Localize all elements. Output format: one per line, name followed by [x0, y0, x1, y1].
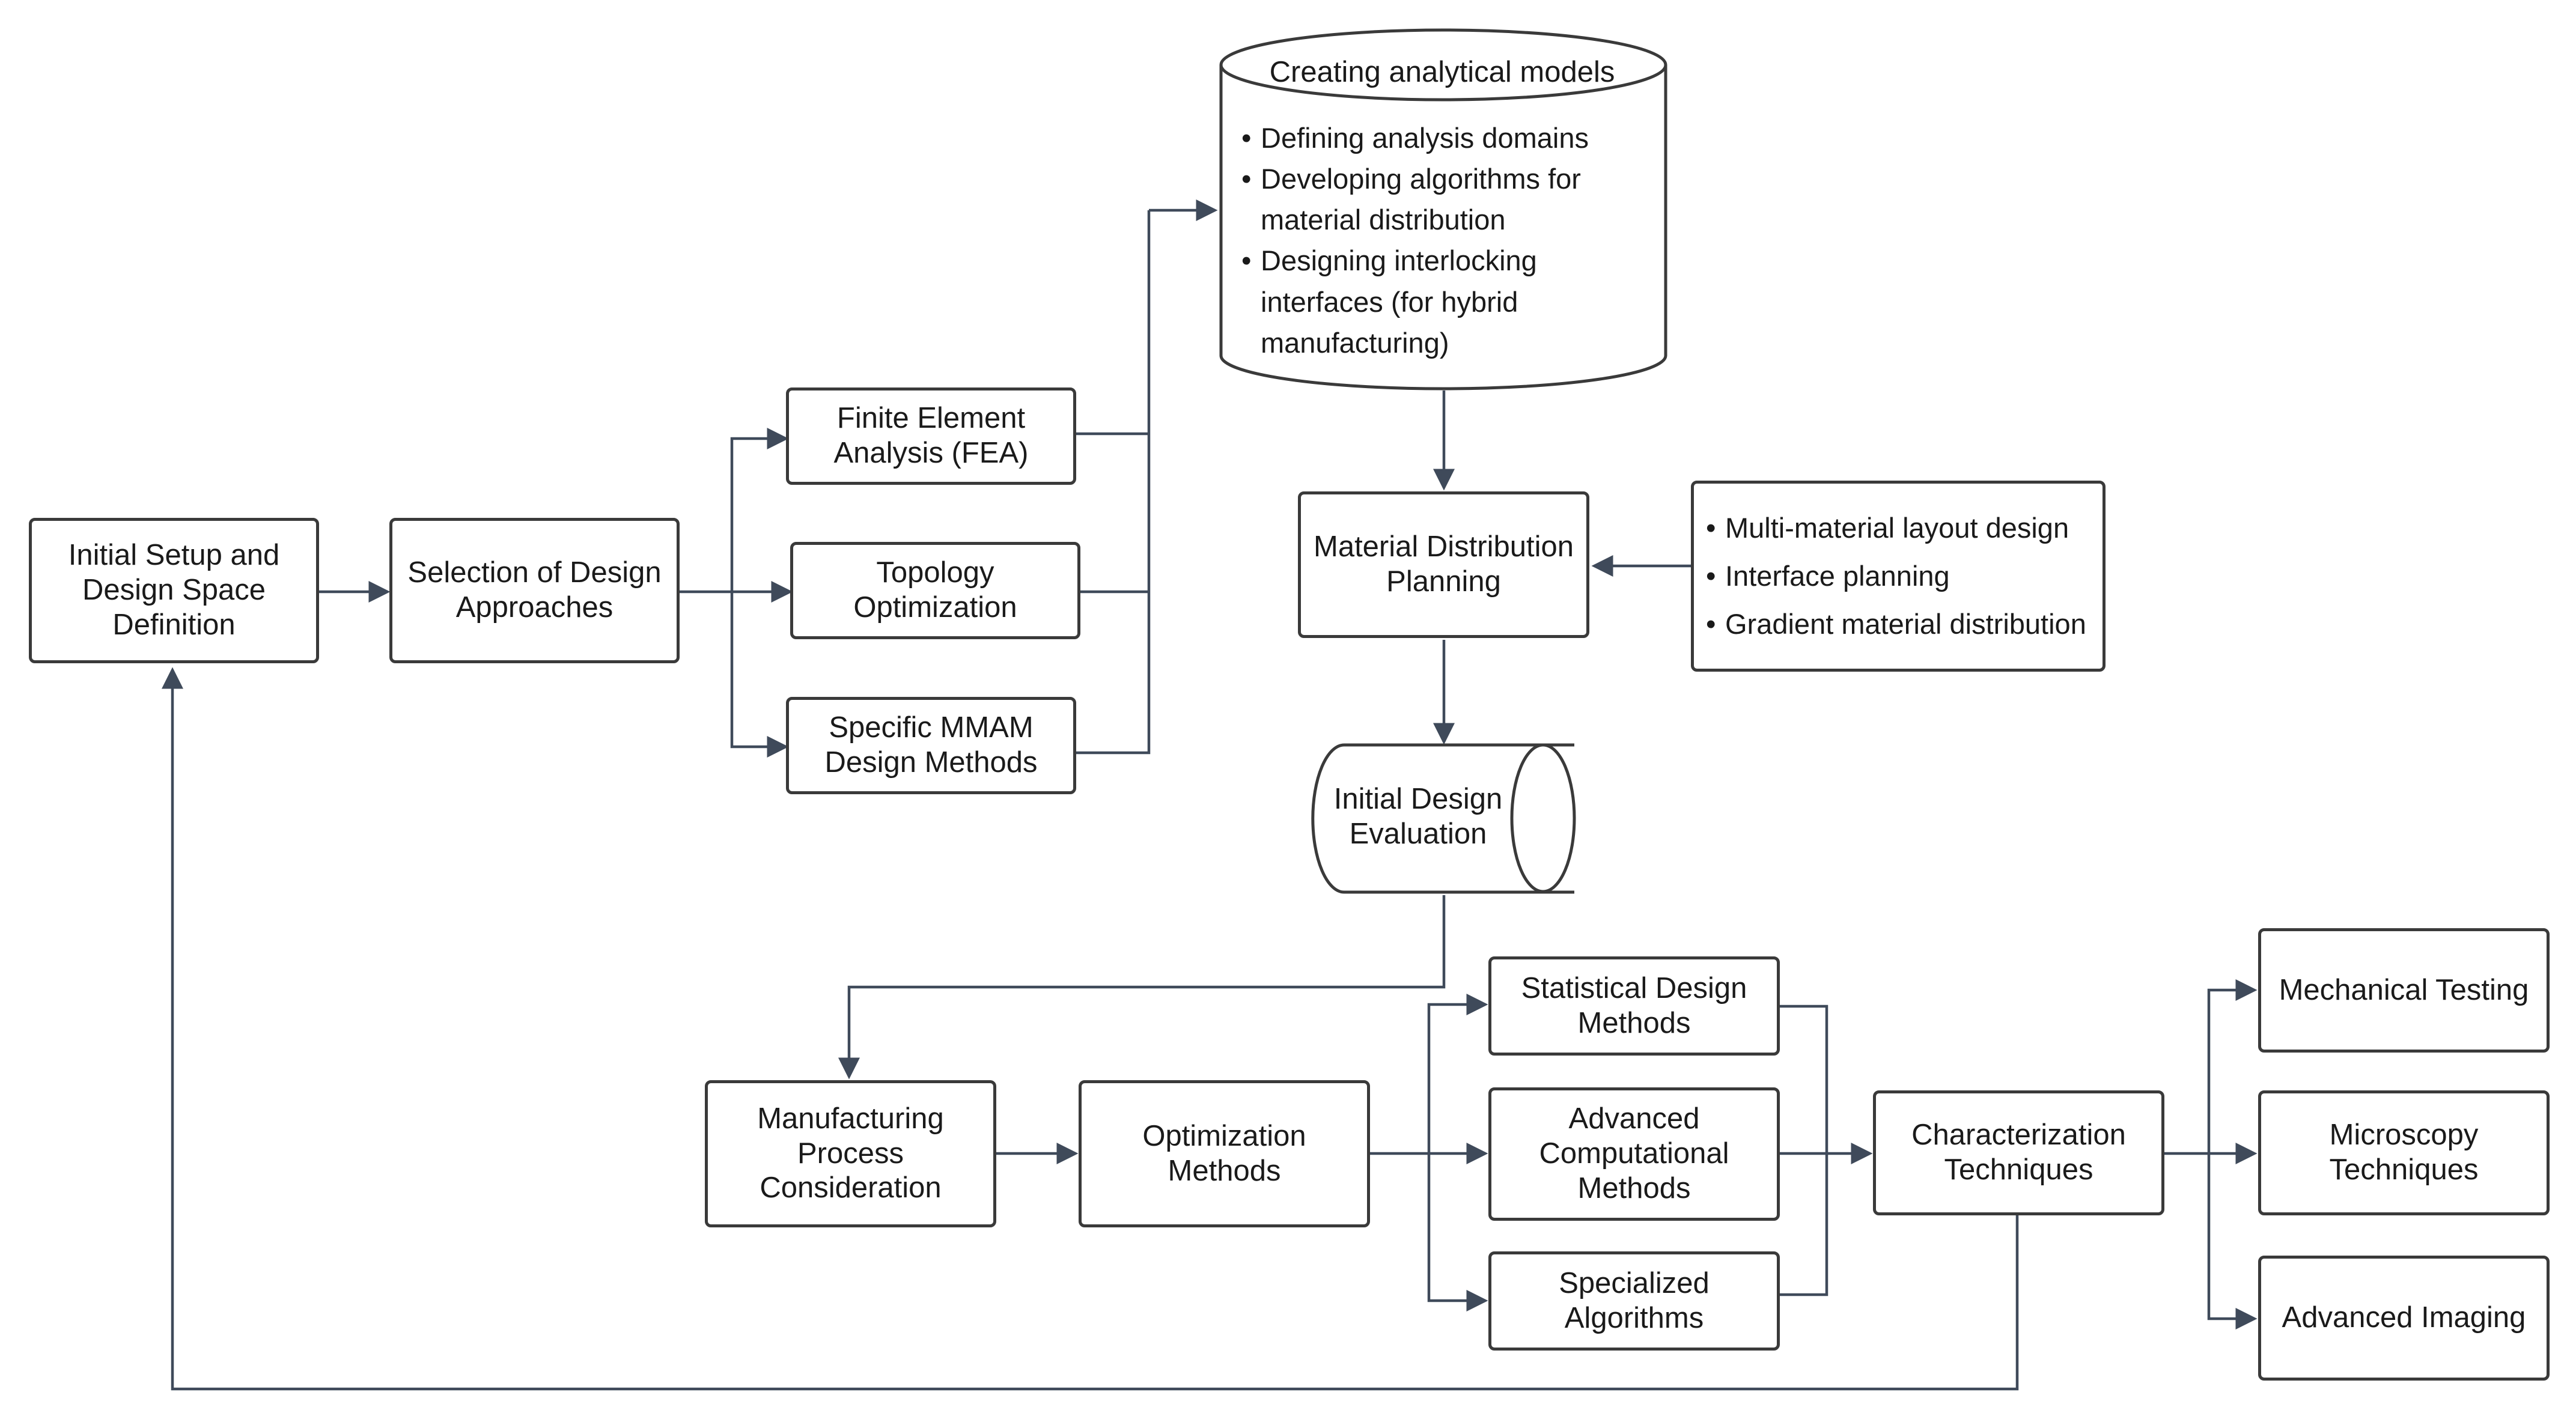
arrow-selection-to-fea: [730, 428, 789, 592]
fea-label: Finite Element Analysis (FEA): [833, 402, 1029, 469]
node-mmam: Specific MMAM Design Methods: [786, 697, 1076, 794]
material-distribution-label: Material Distribution Planning: [1314, 530, 1574, 598]
analytical-models-title: Creating analytical models: [1269, 56, 1615, 88]
node-advanced-imaging: Advanced Imaging: [2258, 1256, 2550, 1381]
node-specialized: Specialized Algorithms: [1488, 1251, 1780, 1351]
node-material-distribution: Material Distribution Planning: [1298, 491, 1589, 638]
arrow-optimization-to-statistical: [1427, 994, 1488, 1153]
evaluation-cylinder: [1311, 743, 1576, 894]
specialized-label: Specialized Algorithms: [1559, 1266, 1710, 1334]
arrow-selection-to-mmam: [730, 592, 789, 758]
selection-label: Selection of Design Approaches: [407, 556, 662, 624]
characterization-label: Characterization Techniques: [1911, 1119, 2126, 1186]
arrow-evaluation-to-manufacturing: [838, 895, 1446, 1080]
optimization-label: Optimization Methods: [1142, 1119, 1306, 1187]
analytical-models-bullets: Defining analysis domains Developing alg…: [1241, 118, 1656, 363]
node-statistical: Statistical Design Methods: [1488, 956, 1780, 1056]
node-initial-setup: Initial Setup and Design Space Definitio…: [29, 518, 319, 663]
arrow-characterization-to-mechanical: [2207, 979, 2258, 1153]
arrow-optimization-to-specialized: [1427, 1153, 1488, 1311]
analytical-models-top: [1219, 28, 1667, 102]
node-advanced-computational: Advanced Computational Methods: [1488, 1087, 1780, 1221]
arrow-characterization-to-imaging: [2207, 1153, 2258, 1330]
material-note-item: Gradient material distribution: [1706, 600, 2086, 648]
arrow-statistical-merge: [1779, 1004, 1828, 1296]
node-fea: Finite Element Analysis (FEA): [786, 387, 1076, 485]
topology-label: Topology Optimization: [853, 556, 1017, 624]
node-characterization: Characterization Techniques: [1873, 1090, 2164, 1215]
manufacturing-label: Manufacturing Process Consideration: [757, 1102, 944, 1205]
arrow-feedback-to-setup: [162, 667, 2019, 1391]
node-manufacturing: Manufacturing Process Consideration: [705, 1080, 996, 1227]
material-note-item: Interface planning: [1706, 552, 2086, 600]
analytical-bullet-item: Designing interlocking interfaces (for h…: [1241, 240, 1656, 363]
node-selection: Selection of Design Approaches: [389, 518, 680, 663]
statistical-label: Statistical Design Methods: [1521, 971, 1747, 1039]
analytical-bullet-item: Defining analysis domains: [1241, 118, 1656, 159]
initial-setup-label: Initial Setup and Design Space Definitio…: [68, 539, 280, 641]
mmam-label: Specific MMAM Design Methods: [824, 711, 1038, 779]
node-optimization: Optimization Methods: [1079, 1080, 1370, 1227]
microscopy-label: Microscopy Techniques: [2329, 1119, 2479, 1186]
node-mechanical-testing: Mechanical Testing: [2258, 928, 2550, 1053]
evaluation-end: [1510, 743, 1576, 893]
node-microscopy: Microscopy Techniques: [2258, 1090, 2550, 1215]
material-notes-bullets: Multi-material layout design Interface p…: [1706, 504, 2086, 648]
advanced-imaging-label: Advanced Imaging: [2282, 1301, 2526, 1334]
mechanical-testing-label: Mechanical Testing: [2279, 973, 2529, 1006]
material-note-item: Multi-material layout design: [1706, 504, 2086, 552]
node-material-notes: Multi-material layout design Interface p…: [1691, 481, 2106, 672]
advanced-computational-label: Advanced Computational Methods: [1539, 1102, 1729, 1205]
arrow-mmam-merge: [1076, 210, 1151, 755]
analytical-bullet-item: Developing algorithms for material distr…: [1241, 159, 1656, 240]
evaluation-body: [1311, 743, 1574, 894]
evaluation-label: Initial Design Evaluation: [1333, 783, 1503, 850]
node-topology: Topology Optimization: [790, 542, 1080, 639]
